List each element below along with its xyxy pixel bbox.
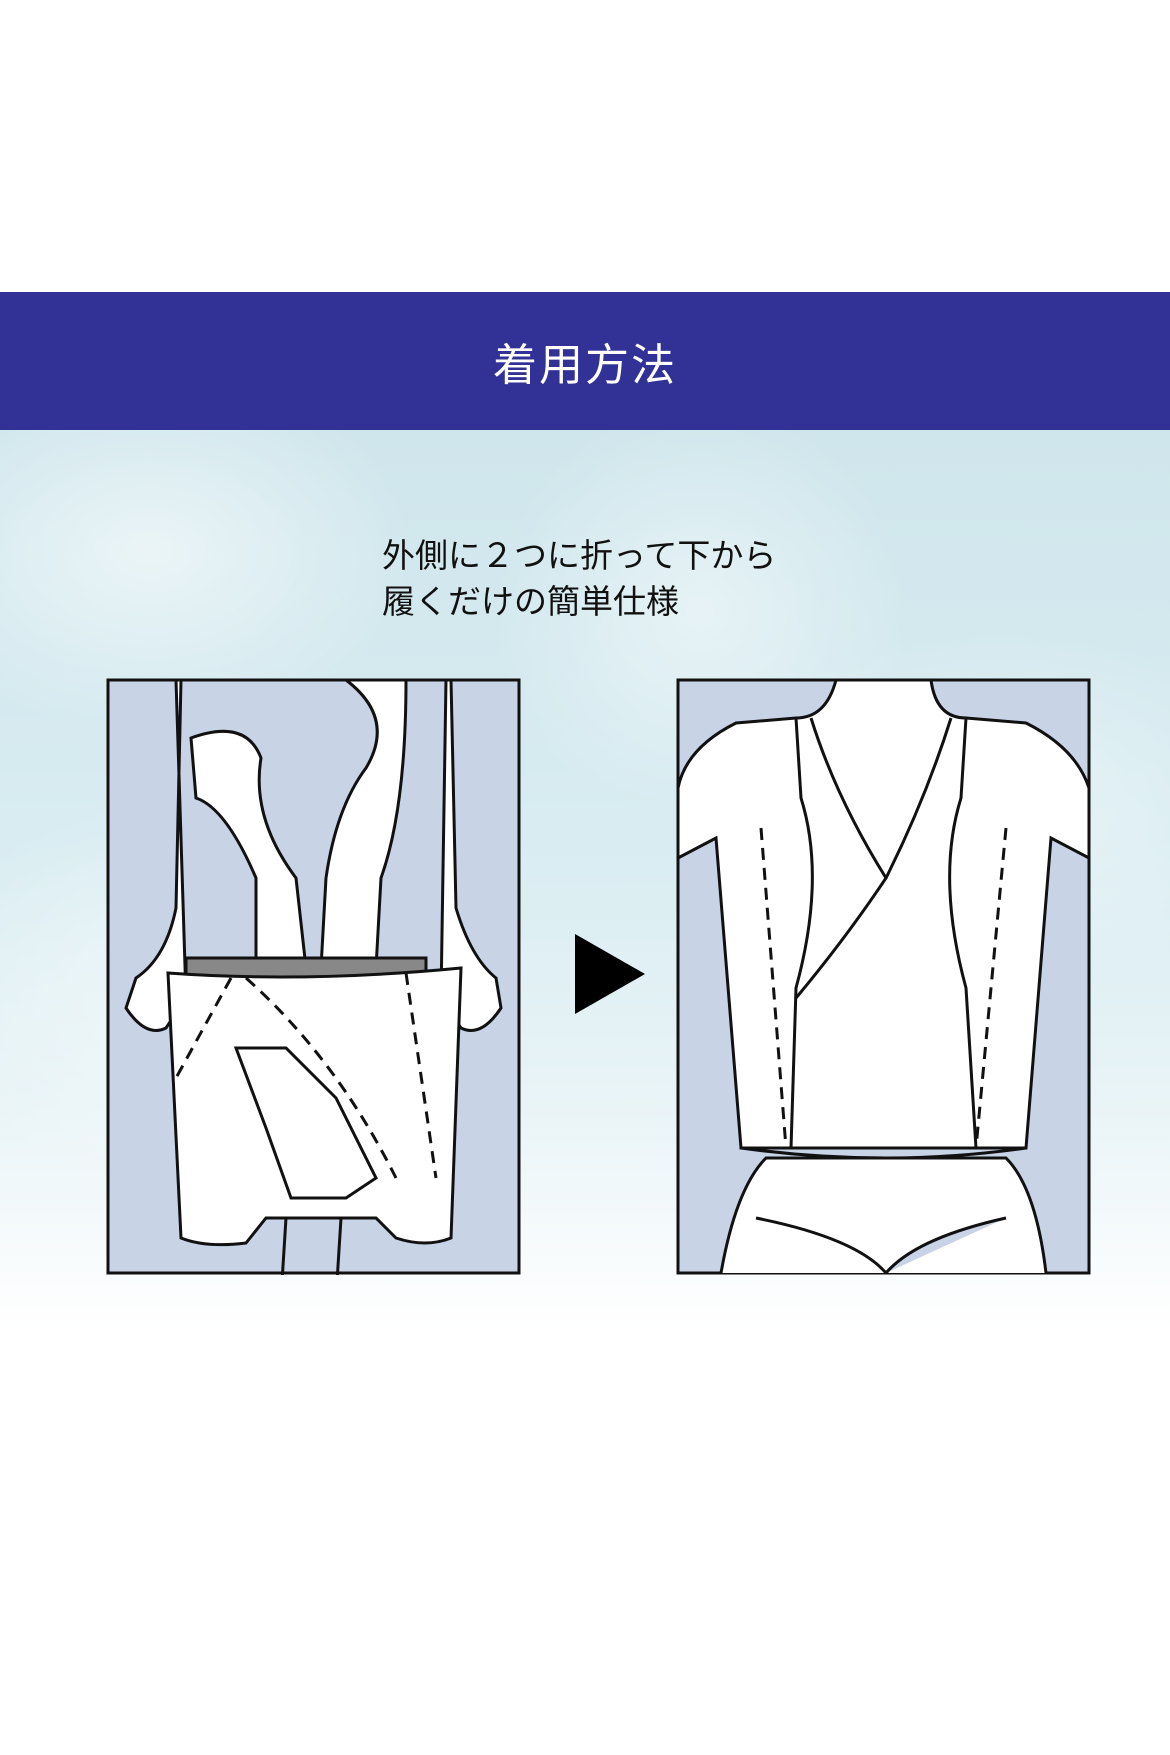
next-step-arrow-icon (575, 934, 645, 1014)
step-1-illustration (106, 678, 521, 1275)
step-2-illustration (676, 678, 1091, 1275)
section-title: 着用方法 (493, 340, 677, 391)
description-line-2: 履くだけの簡単仕様 (382, 582, 679, 621)
section-header: 着用方法 (0, 292, 1170, 430)
description: 外側に２つに折って下から 履くだけの簡単仕様 (382, 533, 776, 625)
description-line-1: 外側に２つに折って下から (382, 536, 777, 575)
